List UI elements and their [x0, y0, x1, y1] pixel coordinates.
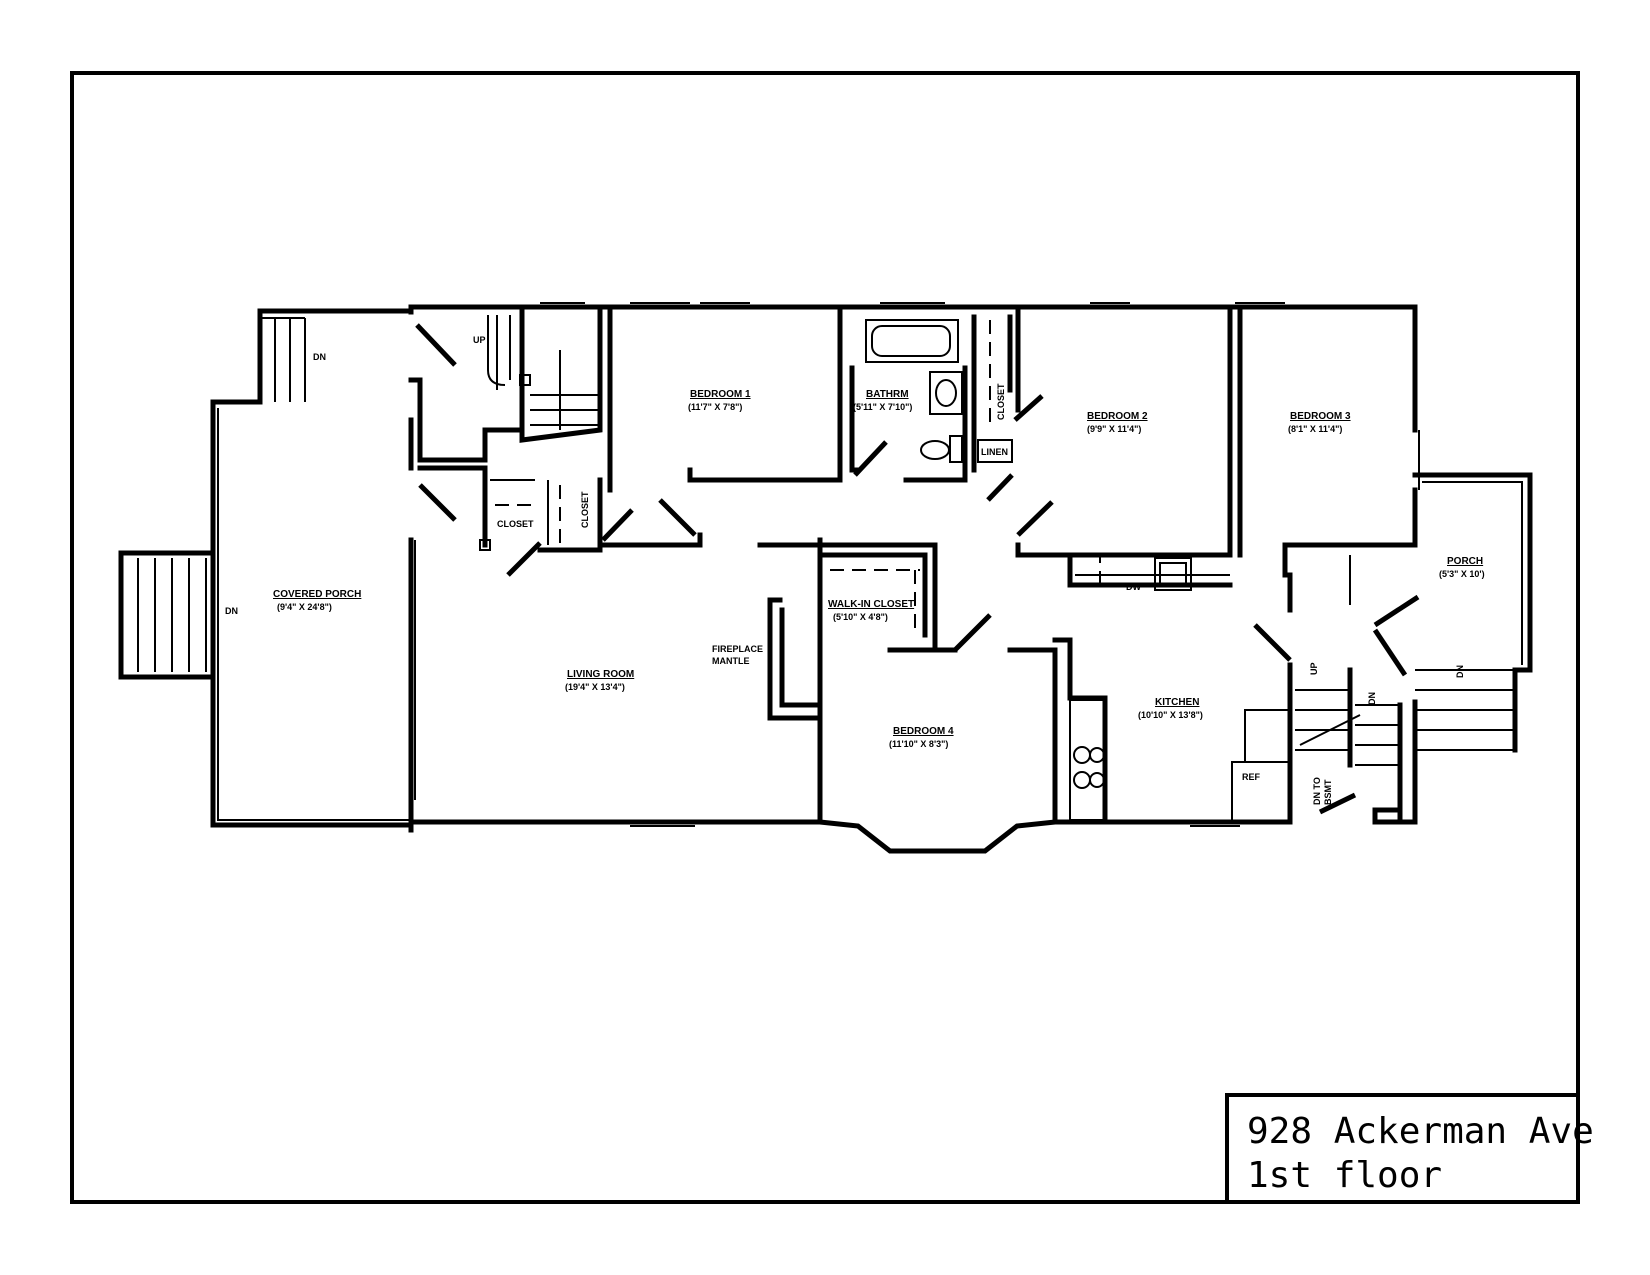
bathroom-dims: (5'11" X 7'10") [853, 402, 912, 412]
stair-dn-label-2: DN [225, 606, 238, 616]
living-room-dims: (19'4" X 13'4") [565, 682, 625, 692]
closet-b-label: CLOSET [580, 491, 590, 528]
windows [414, 302, 1420, 827]
walk-in-closet-name: WALK-IN CLOSET [828, 599, 914, 610]
bedroom-3-dims: (8'1" X 11'4") [1288, 424, 1342, 434]
bedroom-1-dims: (11'7" X 7'8") [688, 402, 742, 412]
porch-right: DN PORCH (5'3" X 10') [1372, 472, 1533, 753]
title-block: 928 Ackerman Ave 1st floor [1225, 1093, 1594, 1204]
bathroom-name: BATHRM [866, 389, 909, 400]
kitchen-dims: (10'10" X 13'8") [1138, 710, 1203, 720]
fireplace-label-2: MANTLE [712, 656, 750, 666]
stair-dn-label-3: DN [1455, 665, 1465, 678]
stair-up-label-1: UP [473, 335, 486, 345]
closet-a-label: CLOSET [497, 519, 534, 529]
kitchen: DW REF KITCHEN (10'10" X 13'8") [1007, 552, 1291, 825]
covered-porch-dims: (9'4" X 24'8") [277, 602, 332, 612]
porch-top-stairs [260, 317, 306, 402]
interior-stairs [530, 350, 600, 430]
closet-c-label: CLOSET [996, 383, 1006, 420]
kitchen-name: KITCHEN [1155, 697, 1199, 708]
covered-porch: DN DN COVERED PORCH (9'4" X 24'8") [118, 308, 413, 828]
walk-in-closet-dims: (5'10" X 4'8") [833, 612, 888, 622]
back-stairs: UP DN DN TO BSMT [1253, 623, 1403, 825]
bedroom-4-name: BEDROOM 4 [893, 726, 954, 737]
bedroom-3-name: BEDROOM 3 [1290, 411, 1351, 422]
bedroom-1-name: BEDROOM 1 [690, 389, 751, 400]
closet-linen: CLOSET LINEN [971, 314, 1044, 502]
bedroom-3: BEDROOM 3 (8'1" X 11'4") [1237, 304, 1418, 613]
porch-right-stairs [1415, 669, 1515, 751]
dn-to-bsmt-1: DN TO [1312, 777, 1322, 805]
stair-hall: UP CLOSET CLOSET [408, 304, 603, 577]
bedroom-4: WALK-IN CLOSET (5'10" X 4'8") BEDROOM 4 … [757, 542, 992, 749]
title-address: 928 Ackerman Ave [1247, 1111, 1594, 1152]
fireplace-label-1: FIREPLACE [712, 644, 763, 654]
living-room-name: LIVING ROOM [567, 669, 634, 680]
bedroom-1: BEDROOM 1 (11'7" X 7'8") [600, 304, 843, 548]
dn-to-bsmt-2: BSMT [1323, 779, 1333, 805]
refrigerator-label: REF [1242, 772, 1261, 782]
covered-porch-name: COVERED PORCH [273, 589, 361, 600]
exterior-walls [408, 304, 1418, 854]
stair-up-label-2: UP [1309, 662, 1319, 675]
linen-label: LINEN [981, 447, 1008, 457]
porch-dims: (5'3" X 10') [1439, 569, 1485, 579]
porch-left-stairs [118, 550, 216, 680]
title-floor: 1st floor [1247, 1155, 1442, 1196]
sheet-border [70, 71, 1580, 1204]
stair-dn-label-1: DN [313, 352, 326, 362]
living-room: FIREPLACE MANTLE LIVING ROOM (19'4" X 13… [565, 597, 823, 721]
bedroom-4-dims: (11'10" X 8'3") [889, 739, 948, 749]
stair-dn-label-4: DN [1367, 692, 1377, 705]
bathroom: BATHRM (5'11" X 7'10") [849, 319, 968, 483]
porch-name: PORCH [1447, 556, 1483, 567]
dishwasher-label: DW [1126, 582, 1141, 592]
bedroom-2-name: BEDROOM 2 [1087, 411, 1148, 422]
bedroom-2-dims: (9'9" X 11'4") [1087, 424, 1141, 434]
bedroom-2: BEDROOM 2 (9'9" X 11'4") [1015, 304, 1233, 558]
